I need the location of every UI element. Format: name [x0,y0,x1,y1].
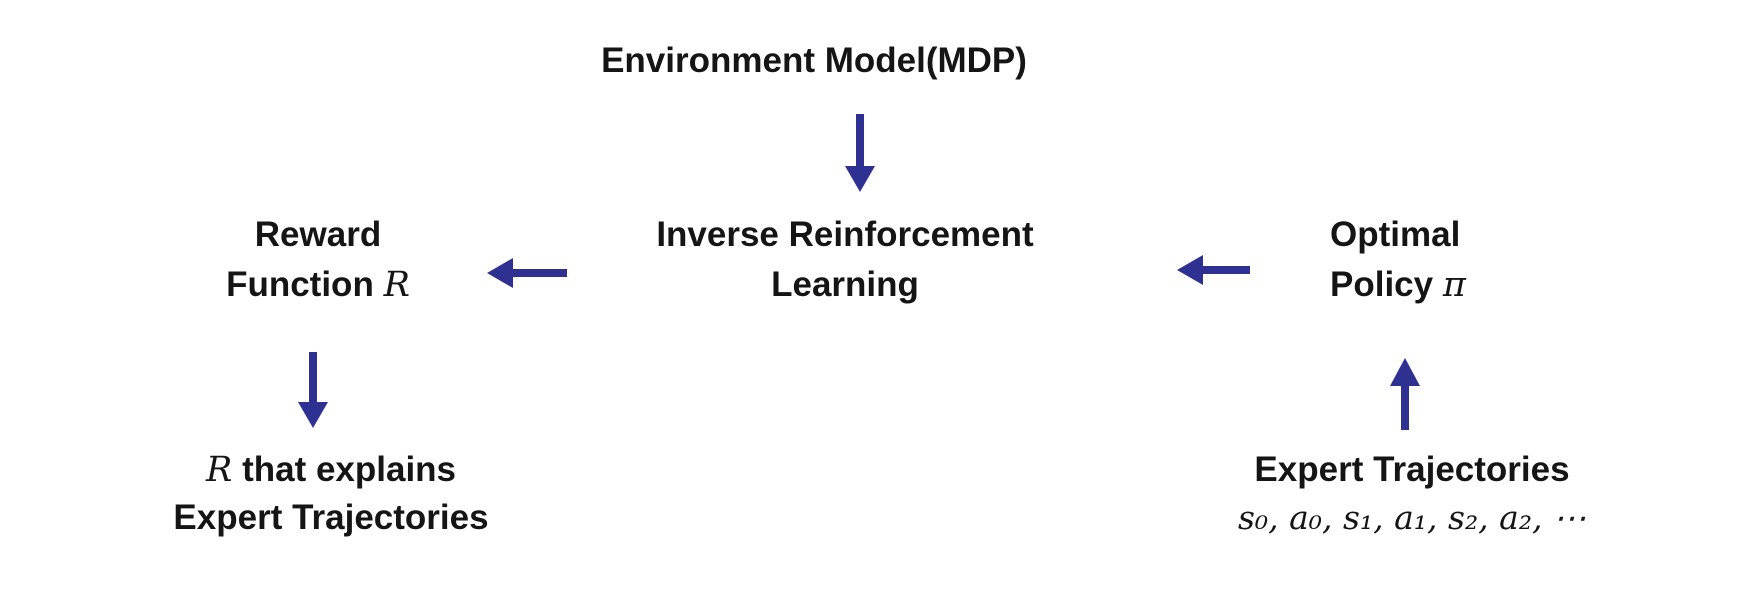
policy-word: Policy [1330,265,1434,304]
reward-function-word: Function [226,265,374,304]
node-r-that-explains: R that explains Expert Trajectories [131,446,531,542]
reward-function-line1: Reward [254,215,382,254]
r-explains-text: that explains [242,450,457,489]
r-explains-line2: Expert Trajectories [173,498,489,537]
optimal-policy-line2: Policy π [1330,260,1610,310]
irl-label-line1: Inverse Reinforcement [656,215,1034,254]
pi-symbol: π [1442,265,1466,305]
node-environment-model: Environment Model(MDP) [464,36,1164,86]
environment-model-label: Environment Model(MDP) [601,41,1027,80]
node-reward-function: Reward Function R [118,210,518,310]
r-symbol: R [205,450,233,490]
optimal-policy-line1: Optimal [1330,215,1461,254]
arrow-left-icon [1177,255,1250,285]
expert-trajectories-label: Expert Trajectories [1254,450,1570,489]
reward-symbol: R [383,265,410,305]
arrow-up-icon [1390,358,1420,430]
arrow-down-icon [298,352,328,428]
irl-label-line2: Learning [771,265,919,304]
reward-function-line2: Function R [118,260,518,310]
arrow-down-icon [845,114,875,192]
node-expert-trajectories: Expert Trajectories s₀, a₀, s₁, a₁, s₂, … [1162,446,1662,542]
r-explains-line1: R that explains [131,446,531,494]
node-inverse-reinforcement-learning: Inverse Reinforcement Learning [595,210,1095,310]
trajectory-sequence: s₀, a₀, s₁, a₁, s₂, a₂, ⋯ [1237,498,1587,537]
node-optimal-policy: Optimal Policy π [1330,210,1610,310]
